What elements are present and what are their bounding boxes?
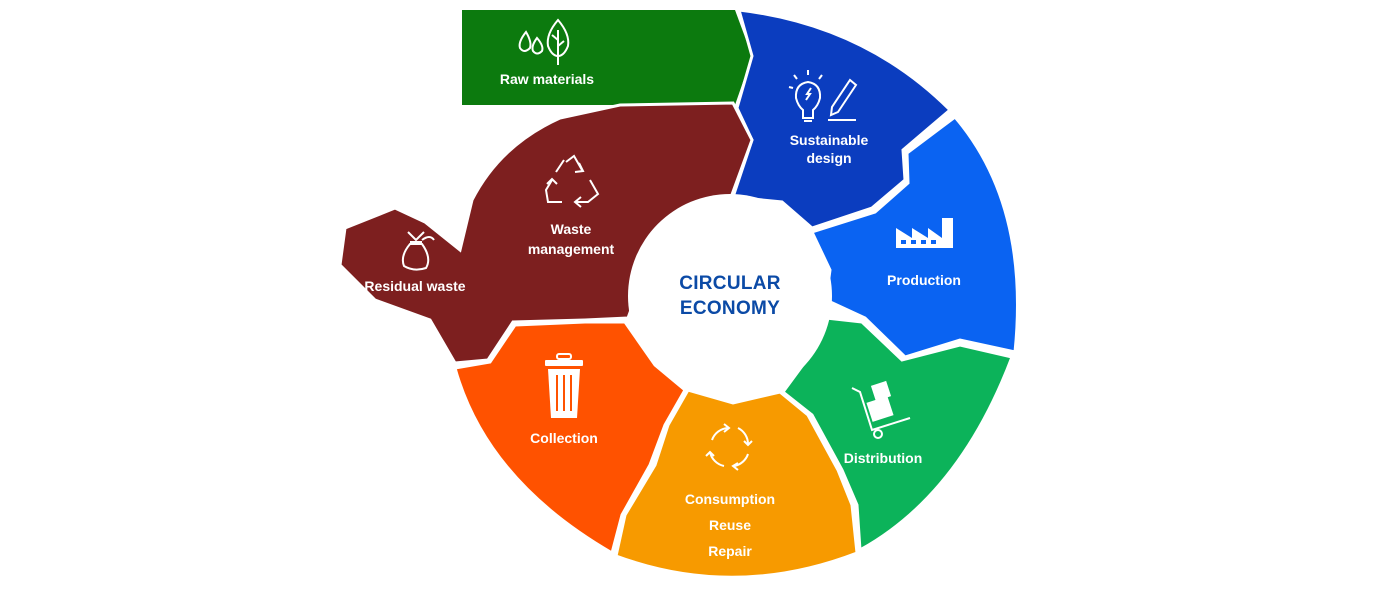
label-consumption: Consumption Reuse Repair xyxy=(685,486,775,564)
label-sustainable-design-line1: Sustainable xyxy=(789,132,869,148)
water-drops-icon xyxy=(518,30,544,55)
hand-truck-icon xyxy=(851,380,911,439)
label-waste-management-line1: Waste xyxy=(550,221,592,237)
label-collection: Collection xyxy=(530,430,598,446)
center-title-line2: ECONOMY xyxy=(679,298,781,319)
label-waste-management: Waste management xyxy=(528,219,614,259)
label-sustainable-design: Sustainable design xyxy=(790,131,869,167)
label-consumption-line3: Repair xyxy=(708,543,752,559)
label-consumption-line1: Consumption xyxy=(684,491,776,507)
center-title: CIRCULAR ECONOMY xyxy=(679,271,781,321)
label-sustainable-design-line2: design xyxy=(806,150,852,166)
segment-waste-management xyxy=(338,101,754,365)
waste-bag-icon xyxy=(401,231,435,271)
factory-icon xyxy=(896,218,953,248)
trash-bin-icon xyxy=(545,353,583,418)
label-consumption-line2: Reuse xyxy=(708,517,752,533)
center-title-line1: CIRCULAR xyxy=(679,273,781,294)
center-circle xyxy=(628,194,832,398)
label-waste-management-line2: management xyxy=(527,241,615,257)
lightbulb-icon xyxy=(788,70,823,122)
segment-raw-materials xyxy=(462,10,752,105)
label-raw-materials: Raw materials xyxy=(499,71,595,87)
tree-icon xyxy=(546,18,570,65)
recycle-icon xyxy=(544,154,600,208)
label-residual-waste: Residual waste xyxy=(364,278,466,294)
pencil-icon xyxy=(828,78,858,121)
label-distribution: Distribution xyxy=(843,450,923,466)
cycle-arrows-icon xyxy=(705,423,753,471)
label-production: Production xyxy=(887,272,961,288)
segment-consumption xyxy=(614,388,859,579)
